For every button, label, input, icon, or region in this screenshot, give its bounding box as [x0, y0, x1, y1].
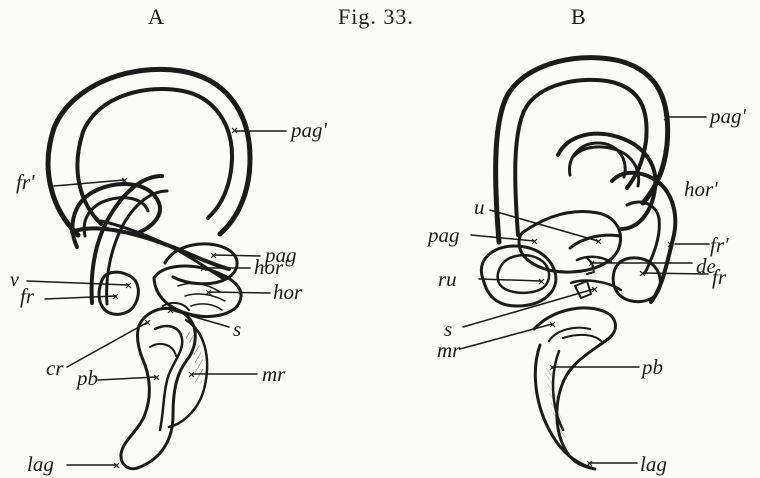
label-a-hor: hor	[273, 282, 302, 303]
label-b-lag: lag	[640, 454, 667, 475]
label-b-ru: ru	[438, 269, 457, 290]
label-a-lag: lag	[27, 454, 54, 475]
label-b-s: s	[444, 319, 452, 340]
panel-b-illustration	[460, 58, 709, 469]
label-a-hor-prime: hor'	[254, 257, 288, 278]
label-a-mr: mr	[262, 364, 285, 385]
label-b-pag: pag	[428, 225, 460, 246]
label-a-cr: cr	[46, 358, 64, 379]
label-a-pag-prime: pag'	[291, 120, 327, 141]
label-a-fr: fr	[20, 286, 34, 307]
label-a-pb: pb	[77, 368, 98, 389]
label-a-v: v	[10, 270, 19, 290]
label-b-fr: fr	[712, 267, 726, 288]
label-b-mr: mr	[437, 340, 460, 361]
panel-a-label: A	[148, 4, 165, 30]
label-b-u: u	[474, 197, 485, 218]
marker-points	[113, 115, 673, 468]
label-a-s: s	[233, 319, 241, 340]
label-b-pag-prime: pag'	[710, 106, 746, 127]
label-a-fr-prime: fr'	[16, 172, 35, 193]
label-b-pb: pb	[642, 357, 663, 378]
figure-title: Fig. 33.	[338, 4, 414, 30]
label-b-hor-prime: hor'	[684, 179, 718, 200]
panel-b-label: B	[571, 4, 587, 30]
label-b-fr-prime: fr'	[710, 235, 729, 256]
panel-a-illustration	[27, 69, 286, 468]
